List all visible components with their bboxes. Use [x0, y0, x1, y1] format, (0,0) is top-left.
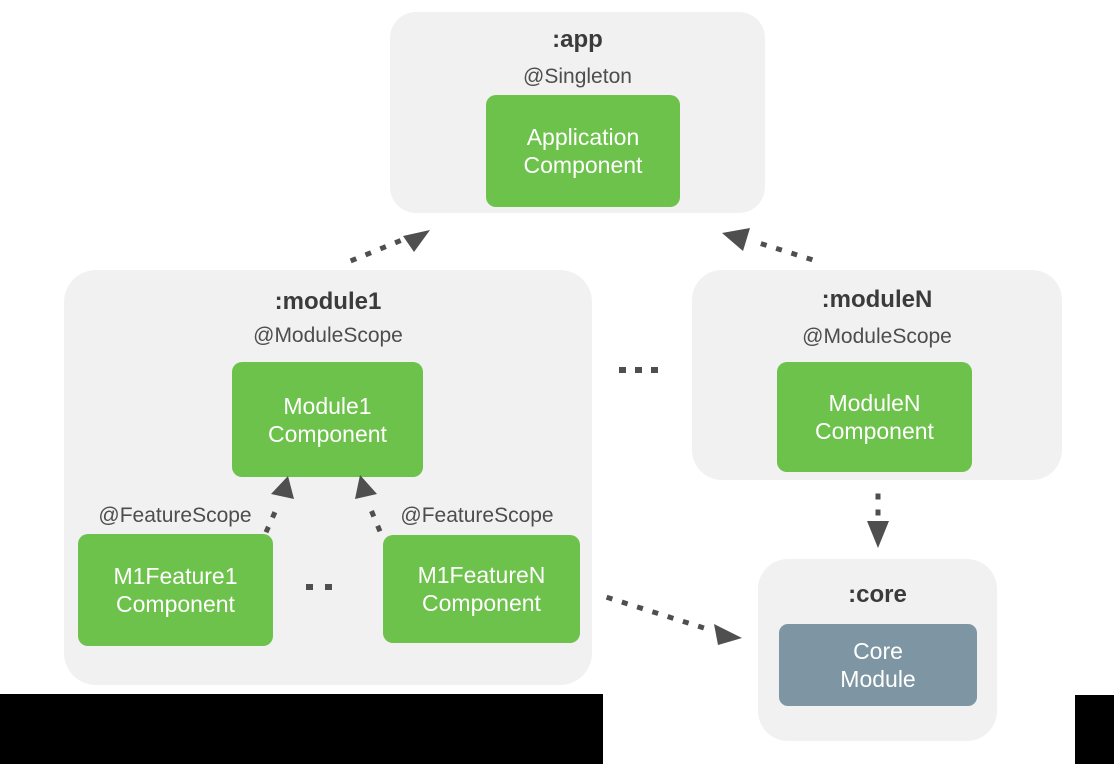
moduleN-component-box: ModuleN Component — [777, 362, 972, 472]
arrow-module1-to-core — [605, 594, 742, 645]
featureN-scope-label: @FeatureScope — [400, 504, 554, 527]
application-component-box: Application Component — [486, 95, 680, 207]
m1feature1-component-box: M1Feature1 Component — [78, 534, 273, 646]
feature1-scope-label: @FeatureScope — [98, 504, 252, 527]
module1-title: :module1 — [274, 288, 382, 315]
m1featureN-component-box: M1FeatureN Component — [383, 535, 580, 643]
core-module-box: Core Module — [779, 624, 977, 706]
app-module-title: :app — [552, 26, 603, 53]
moduleN-scope-label: @ModuleScope — [802, 325, 952, 348]
app-module-container: :app @Singleton Application Component — [390, 12, 765, 213]
arrow-moduleN-to-app — [722, 228, 814, 263]
module1-container: :module1 @ModuleScope Module1 Component … — [64, 270, 592, 685]
app-scope-label: @Singleton — [523, 65, 632, 88]
arrow-module1-to-app — [349, 230, 430, 264]
moduleN-container: :moduleN @ModuleScope ModuleN Component — [692, 270, 1062, 480]
core-title: :core — [848, 581, 907, 608]
core-container: :core Core Module — [758, 559, 997, 741]
letterbox-bottom-left — [0, 694, 603, 764]
letterbox-bottom-right — [1075, 695, 1114, 764]
arrow-moduleN-to-core — [867, 493, 889, 548]
moduleN-title: :moduleN — [821, 286, 933, 313]
module1-scope-label: @ModuleScope — [253, 324, 403, 347]
module1-component-box: Module1 Component — [232, 362, 423, 477]
